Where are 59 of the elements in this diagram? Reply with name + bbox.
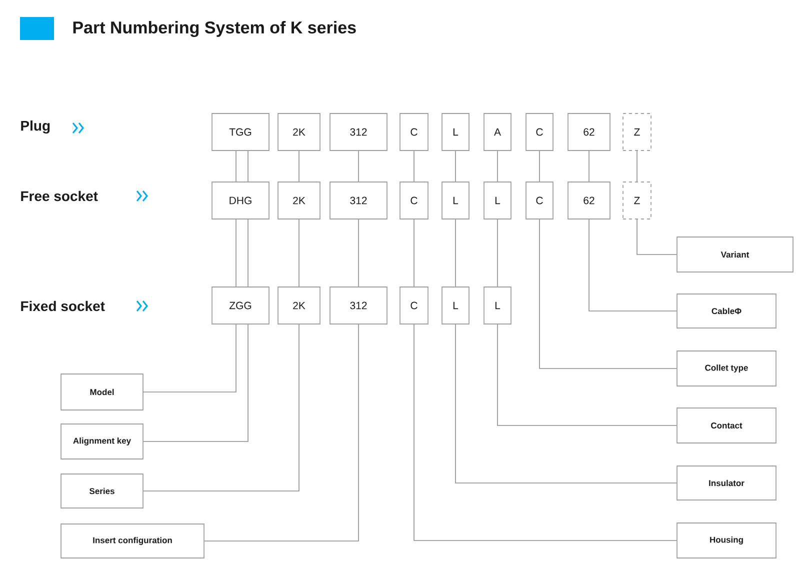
part-label-box: Insulator [676, 466, 776, 500]
part-label-box: Variant [676, 236, 794, 272]
connector-line [358, 150, 359, 182]
row-label: Plug [21, 120, 50, 134]
code-box: TGG [212, 113, 270, 151]
connector-line [588, 150, 590, 182]
code-box: ZGG [212, 286, 270, 324]
code-box: 2K [278, 113, 320, 151]
code-box: DHG [212, 182, 270, 220]
connector-line [455, 150, 456, 182]
code-box: 62 [568, 182, 610, 220]
code-box: L [484, 182, 512, 220]
part-label-box: Alignment key [60, 424, 144, 460]
code-box: 312 [330, 113, 388, 151]
part-label-box: Insert configuration [60, 524, 204, 558]
connector-line [414, 324, 677, 541]
code-box: L [484, 286, 512, 324]
code-box: 2K [278, 182, 320, 220]
connector-line [143, 324, 300, 492]
part-label-box: CableΦ [676, 294, 776, 328]
row-label: Fixed socket [21, 300, 105, 312]
connector-line [497, 219, 498, 287]
connector-line [497, 150, 498, 182]
connector-line [143, 324, 248, 442]
part-label-box: Housing [676, 522, 776, 558]
connector-line [455, 219, 456, 287]
code-box: 312 [330, 182, 388, 220]
code-box: L [442, 113, 470, 151]
code-box: Z [622, 182, 652, 220]
row-label: Free socket [21, 190, 98, 202]
connector-line [143, 324, 236, 392]
title: Part Numbering System of K series [73, 21, 356, 37]
part-label-box: Series [60, 474, 144, 508]
code-box: Z [622, 113, 652, 151]
connector-line [539, 219, 677, 369]
connector-line [588, 219, 677, 312]
code-box: C [526, 113, 554, 151]
code-box: C [400, 286, 428, 324]
connector-line [455, 324, 677, 484]
part-label-box: Collet type [676, 350, 776, 386]
connector-line [298, 219, 300, 287]
connector-line [636, 150, 638, 182]
connector-line [539, 150, 540, 182]
part-label-box: Contact [676, 408, 776, 444]
code-box: L [442, 182, 470, 220]
code-box: C [526, 182, 554, 220]
code-box: 2K [278, 286, 320, 324]
code-box: L [442, 286, 470, 324]
code-box: 312 [330, 286, 388, 324]
connector-line [636, 219, 677, 255]
connector-line [298, 150, 300, 182]
connector-line [204, 324, 359, 542]
code-box: C [400, 182, 428, 220]
connector-line [497, 324, 677, 426]
code-box: 62 [568, 113, 610, 151]
connector-line [358, 219, 359, 287]
code-box: C [400, 113, 428, 151]
code-box: A [484, 113, 512, 151]
part-label-box: Model [60, 374, 144, 410]
